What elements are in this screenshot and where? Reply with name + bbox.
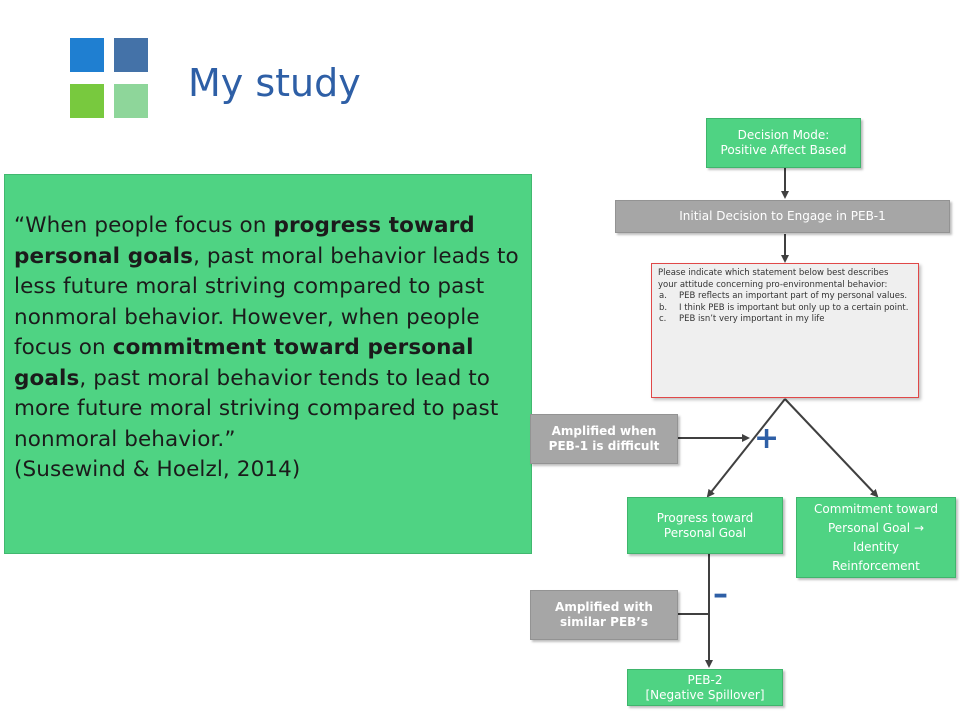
quote-part-2: , past moral behavior leads to less futu…: [14, 243, 519, 361]
survey-option-text: PEB reflects an important part of my per…: [679, 291, 908, 301]
arrow-survey-to-progress: [706, 398, 786, 498]
amplified-similar-line-1: Amplified with: [555, 600, 653, 614]
logo: [70, 38, 150, 120]
quote-bold-progress: progress toward personal goals: [14, 213, 475, 269]
survey-option-letter: b.: [659, 302, 668, 313]
quote-bold-commitment: commitment toward personal goals: [14, 335, 474, 391]
survey-option-text: PEB isn’t very important in my life: [679, 314, 825, 324]
peb2-line-2: [Negative Spillover]: [645, 687, 765, 702]
quote-close-mark: ”: [224, 426, 236, 452]
progress-line-2: Personal Goal: [663, 525, 747, 540]
amplified-difficult-line-2: PEB-1 is difficult: [548, 439, 660, 453]
logo-square-mint: [114, 84, 148, 118]
node-peb2: PEB-2[Negative Spillover]: [627, 669, 783, 706]
decision-mode-line-2: Positive Affect Based: [720, 143, 847, 157]
survey-option-letter: c.: [659, 314, 667, 324]
arrow-survey-to-commitment: [784, 398, 879, 498]
node-initial-decision: Initial Decision to Engage in PEB-1: [615, 200, 950, 233]
amplified-similar-line-2: similar PEB’s: [559, 615, 648, 629]
quote-text: “When people focus on progress toward pe…: [14, 211, 521, 486]
commitment-line-1: Commitment toward: [814, 501, 938, 516]
page-title: My study: [188, 61, 361, 105]
quote-open-mark: “: [14, 213, 26, 238]
quote-box: “When people focus on progress toward pe…: [4, 174, 532, 554]
survey-option-a: a. PEB reflects an important part of my p…: [658, 291, 910, 303]
survey-option-letter: a.: [659, 291, 667, 301]
commitment-line-3: Identity: [852, 539, 899, 554]
amplified-difficult-line-1: Amplified when: [551, 424, 657, 438]
minus-sign: –: [713, 577, 728, 612]
survey-option-c: c. PEB isn’t very important in my life: [658, 314, 910, 326]
logo-square-blue: [70, 38, 104, 72]
survey-option-b: b. I think PEB is important but only up t…: [658, 303, 910, 315]
node-decision-mode: Decision Mode:Positive Affect Based: [706, 118, 861, 168]
survey-option-text: I think PEB is important but only up to …: [679, 302, 909, 313]
initial-decision-label: Initial Decision to Engage in PEB-1: [679, 209, 886, 223]
commitment-line-2: Personal Goal →: [827, 520, 924, 535]
quote-part-1: When people focus on: [25, 213, 274, 238]
plus-sign: +: [754, 421, 780, 456]
node-survey-question: Please indicate which statement below be…: [651, 263, 919, 398]
quote-citation: (Susewind & Hoelzl, 2014): [14, 457, 301, 482]
progress-line-1: Progress toward: [656, 510, 754, 525]
quote-part-3: , past moral behavior tends to lead to m…: [14, 365, 499, 452]
logo-square-steel: [114, 38, 148, 72]
commitment-line-4: Reinforcement: [832, 558, 920, 573]
decision-mode-line-1: Decision Mode:: [737, 128, 830, 142]
logo-square-green: [70, 84, 104, 118]
peb2-line-1: PEB-2: [687, 672, 723, 687]
survey-intro: Please indicate which statement below be…: [658, 268, 889, 290]
